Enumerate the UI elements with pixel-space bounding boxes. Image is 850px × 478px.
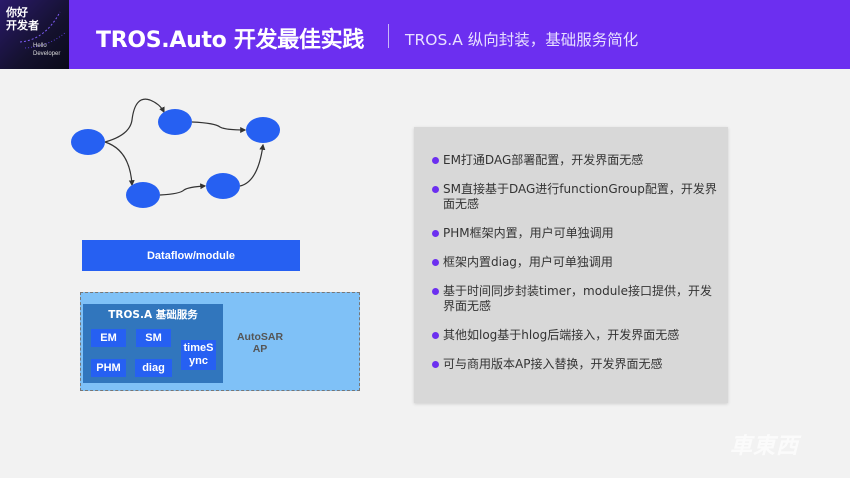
list-item: 可与商用版本AP接入替换，开发界面无感	[432, 357, 717, 372]
title-divider	[388, 24, 389, 48]
page-title: TROS.Auto 开发最佳实践	[96, 28, 365, 53]
watermark-logo: 車東西	[730, 434, 800, 459]
bullet-dot-icon	[432, 157, 439, 164]
list-item: 其他如log基于hlog后端接入，开发界面无感	[432, 328, 717, 343]
graph-node	[71, 129, 105, 155]
module-timesync: timeS ync	[181, 340, 216, 370]
module-em: EM	[91, 329, 126, 347]
feature-panel: EM打通DAG部署配置，开发界面无感 SM直接基于DAG进行functionGr…	[414, 127, 728, 403]
feature-list: EM打通DAG部署配置，开发界面无感 SM直接基于DAG进行functionGr…	[432, 153, 717, 386]
dag-graph	[71, 98, 280, 208]
graph-node	[246, 117, 280, 143]
bullet-dot-icon	[432, 186, 439, 193]
list-item: 基于时间同步封装timer，module接口提供，开发界面无感	[432, 284, 717, 314]
module-phm: PHM	[91, 359, 126, 377]
hello-developer-logo: 你好开发者 Hello Developer	[0, 0, 69, 69]
logo-cn-text: 你好开发者	[6, 6, 39, 32]
module-diag: diag	[135, 359, 172, 377]
bullet-dot-icon	[432, 288, 439, 295]
list-item: PHM框架内置，用户可单独调用	[432, 226, 717, 241]
tros-box-label: TROS.A 基础服务	[108, 309, 198, 321]
graph-node	[158, 109, 192, 135]
timesync-line-1: timeS	[183, 342, 214, 354]
header-bar: 你好开发者 Hello Developer TROS.Auto 开发最佳实践 T…	[0, 0, 850, 69]
page-subtitle: TROS.A 纵向封装，基础服务简化	[405, 31, 639, 49]
list-item: EM打通DAG部署配置，开发界面无感	[432, 153, 717, 168]
autosar-ap-label: AutoSAR AP	[236, 331, 284, 355]
logo-decoration-icon	[19, 11, 67, 49]
bullet-dot-icon	[432, 361, 439, 368]
dataflow-module-box: Dataflow/module	[82, 240, 300, 271]
timesync-line-2: ync	[189, 355, 208, 367]
graph-node	[126, 182, 160, 208]
bullet-dot-icon	[432, 332, 439, 339]
graph-node	[206, 173, 240, 199]
list-item: 框架内置diag，用户可单独调用	[432, 255, 717, 270]
bullet-dot-icon	[432, 230, 439, 237]
list-item: SM直接基于DAG进行functionGroup配置，开发界面无感	[432, 182, 717, 212]
bullet-dot-icon	[432, 259, 439, 266]
logo-en-text: Hello Developer	[33, 43, 61, 57]
module-sm: SM	[136, 329, 171, 347]
